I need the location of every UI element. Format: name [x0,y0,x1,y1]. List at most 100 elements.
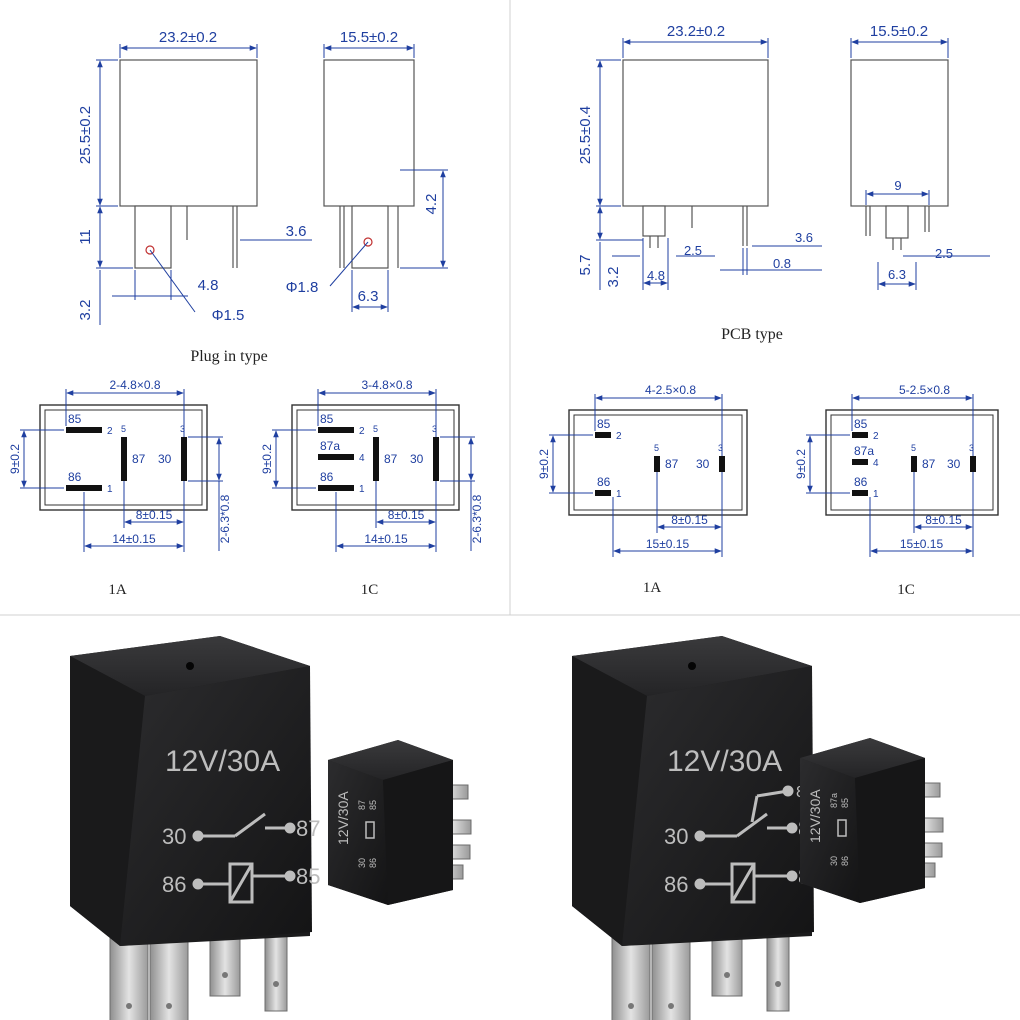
small-coil [365,821,375,839]
pin-slot [318,485,354,491]
terminal [611,935,651,1020]
pi-side-offset-label: 4.2 [423,194,440,215]
outer-dim-label: 15±0.15 [646,537,690,551]
layout-dims [20,389,223,552]
terminal [109,935,149,1020]
pcb-side-inner-label: 9 [894,178,901,193]
pi-side-hole-label: Φ1.8 [286,279,319,296]
schematic-node [284,870,296,882]
pi-pin-width-label: 4.8 [198,277,219,294]
relay-front [120,666,312,946]
vert-dim-label: 9±0.2 [537,449,551,479]
terminal [651,935,691,1020]
schematic-node [284,822,296,834]
pin-slot-30 [719,456,725,472]
pin-label-86: 86 [68,470,82,484]
pi-side-width-label: 15.5±0.2 [340,29,398,46]
pin-slot-87 [911,456,917,472]
vert-dim-label: 9±0.2 [260,444,274,474]
terminal-hole [775,981,781,987]
small-pin-a: 87 [357,800,367,810]
layout-inner-outline [573,414,743,511]
pin-slot-30 [970,456,976,472]
pi-pin-side-label: 3.6 [286,223,307,240]
pcb-side-dims [850,38,990,290]
pin-number-1: 1 [359,484,365,495]
pin-number-3: 3 [180,424,185,434]
pin-label-30: 30 [696,457,710,471]
pcb-pitch-label: 2.5 [684,243,702,258]
pcb-width-label: 23.2±0.2 [667,23,725,40]
small-relay-front [800,758,860,903]
pin-label-87: 87 [922,457,936,471]
relay-side [70,656,145,946]
plug-in-caption: Plug in type [190,348,267,365]
relay-front [622,666,814,946]
pin-slot [595,432,611,438]
small-pin-b: 85 [840,798,850,808]
pin-label-30: 30 [158,452,172,466]
pcb-side-view [850,59,949,250]
small-relay-side [383,760,453,905]
pcb-height-label: 25.5±0.4 [577,106,594,164]
pin-number-2: 2 [873,431,879,442]
pcb-pin-width-label: 4.8 [647,268,665,283]
small-pin-c: 30 [357,858,367,868]
small-pin-d: 86 [840,856,850,866]
small-rating: 12V/30A [335,791,351,845]
terminal-hole [273,981,279,987]
top-dim-label: 5-2.5×0.8 [899,383,950,397]
top-dim-label: 4-2.5×0.8 [645,383,696,397]
inner-dim-label: 8±0.15 [388,508,425,522]
pin-label-86: 86 [320,470,334,484]
pin-number-4: 4 [873,458,879,469]
pin-number-3: 3 [432,424,437,434]
pin-label-85: 85 [68,412,82,426]
pin-number-2: 2 [359,426,365,437]
schematic-node [786,822,798,834]
pin-slot [66,427,102,433]
pin-slot-87 [373,437,379,481]
layout-caption: 1A [643,580,662,596]
pi-width-label: 23.2±0.2 [159,29,217,46]
pin-number-3: 3 [718,443,723,453]
relay-top-hole [688,662,696,670]
pin-slot [852,432,868,438]
pi-height-label: 25.5±0.2 [77,106,94,164]
relay-schematic [694,785,798,904]
plug-in-side-dims [323,44,448,312]
pin-slot-30 [181,437,187,481]
pin-slot-30 [433,437,439,481]
small-pin-c: 30 [829,856,839,866]
terminal [149,935,189,1020]
pin-slot [318,454,354,460]
pin-slot [852,490,868,496]
layout-outline [568,409,748,516]
pin-label-86: 86 [597,475,611,489]
pin-label-85: 85 [597,417,611,431]
outer-dim-label: 14±0.15 [112,532,156,546]
plug-in-side-view [323,59,415,269]
pin-number-2: 2 [107,426,113,437]
pin-label-87a: 87a [854,444,874,458]
terminal-hole [166,1003,172,1009]
pin-number-4: 4 [359,453,365,464]
relay-rating: 12V/30A [165,745,280,778]
relay-top-hole [186,662,194,670]
pin-slot-87 [121,437,127,481]
pin-mark-87: 87 [296,816,320,841]
pin-number-5: 5 [373,424,378,434]
pin-slot [595,490,611,496]
relay-side [572,656,647,946]
pcb-caption: PCB type [721,326,783,343]
schematic-coil-diag [228,863,254,903]
pin-label-85: 85 [854,417,868,431]
pin-slot-87 [654,456,660,472]
plug-in-front-view [119,59,258,269]
pin-label-85: 85 [320,412,334,426]
small-rating: 12V/30A [807,789,823,843]
